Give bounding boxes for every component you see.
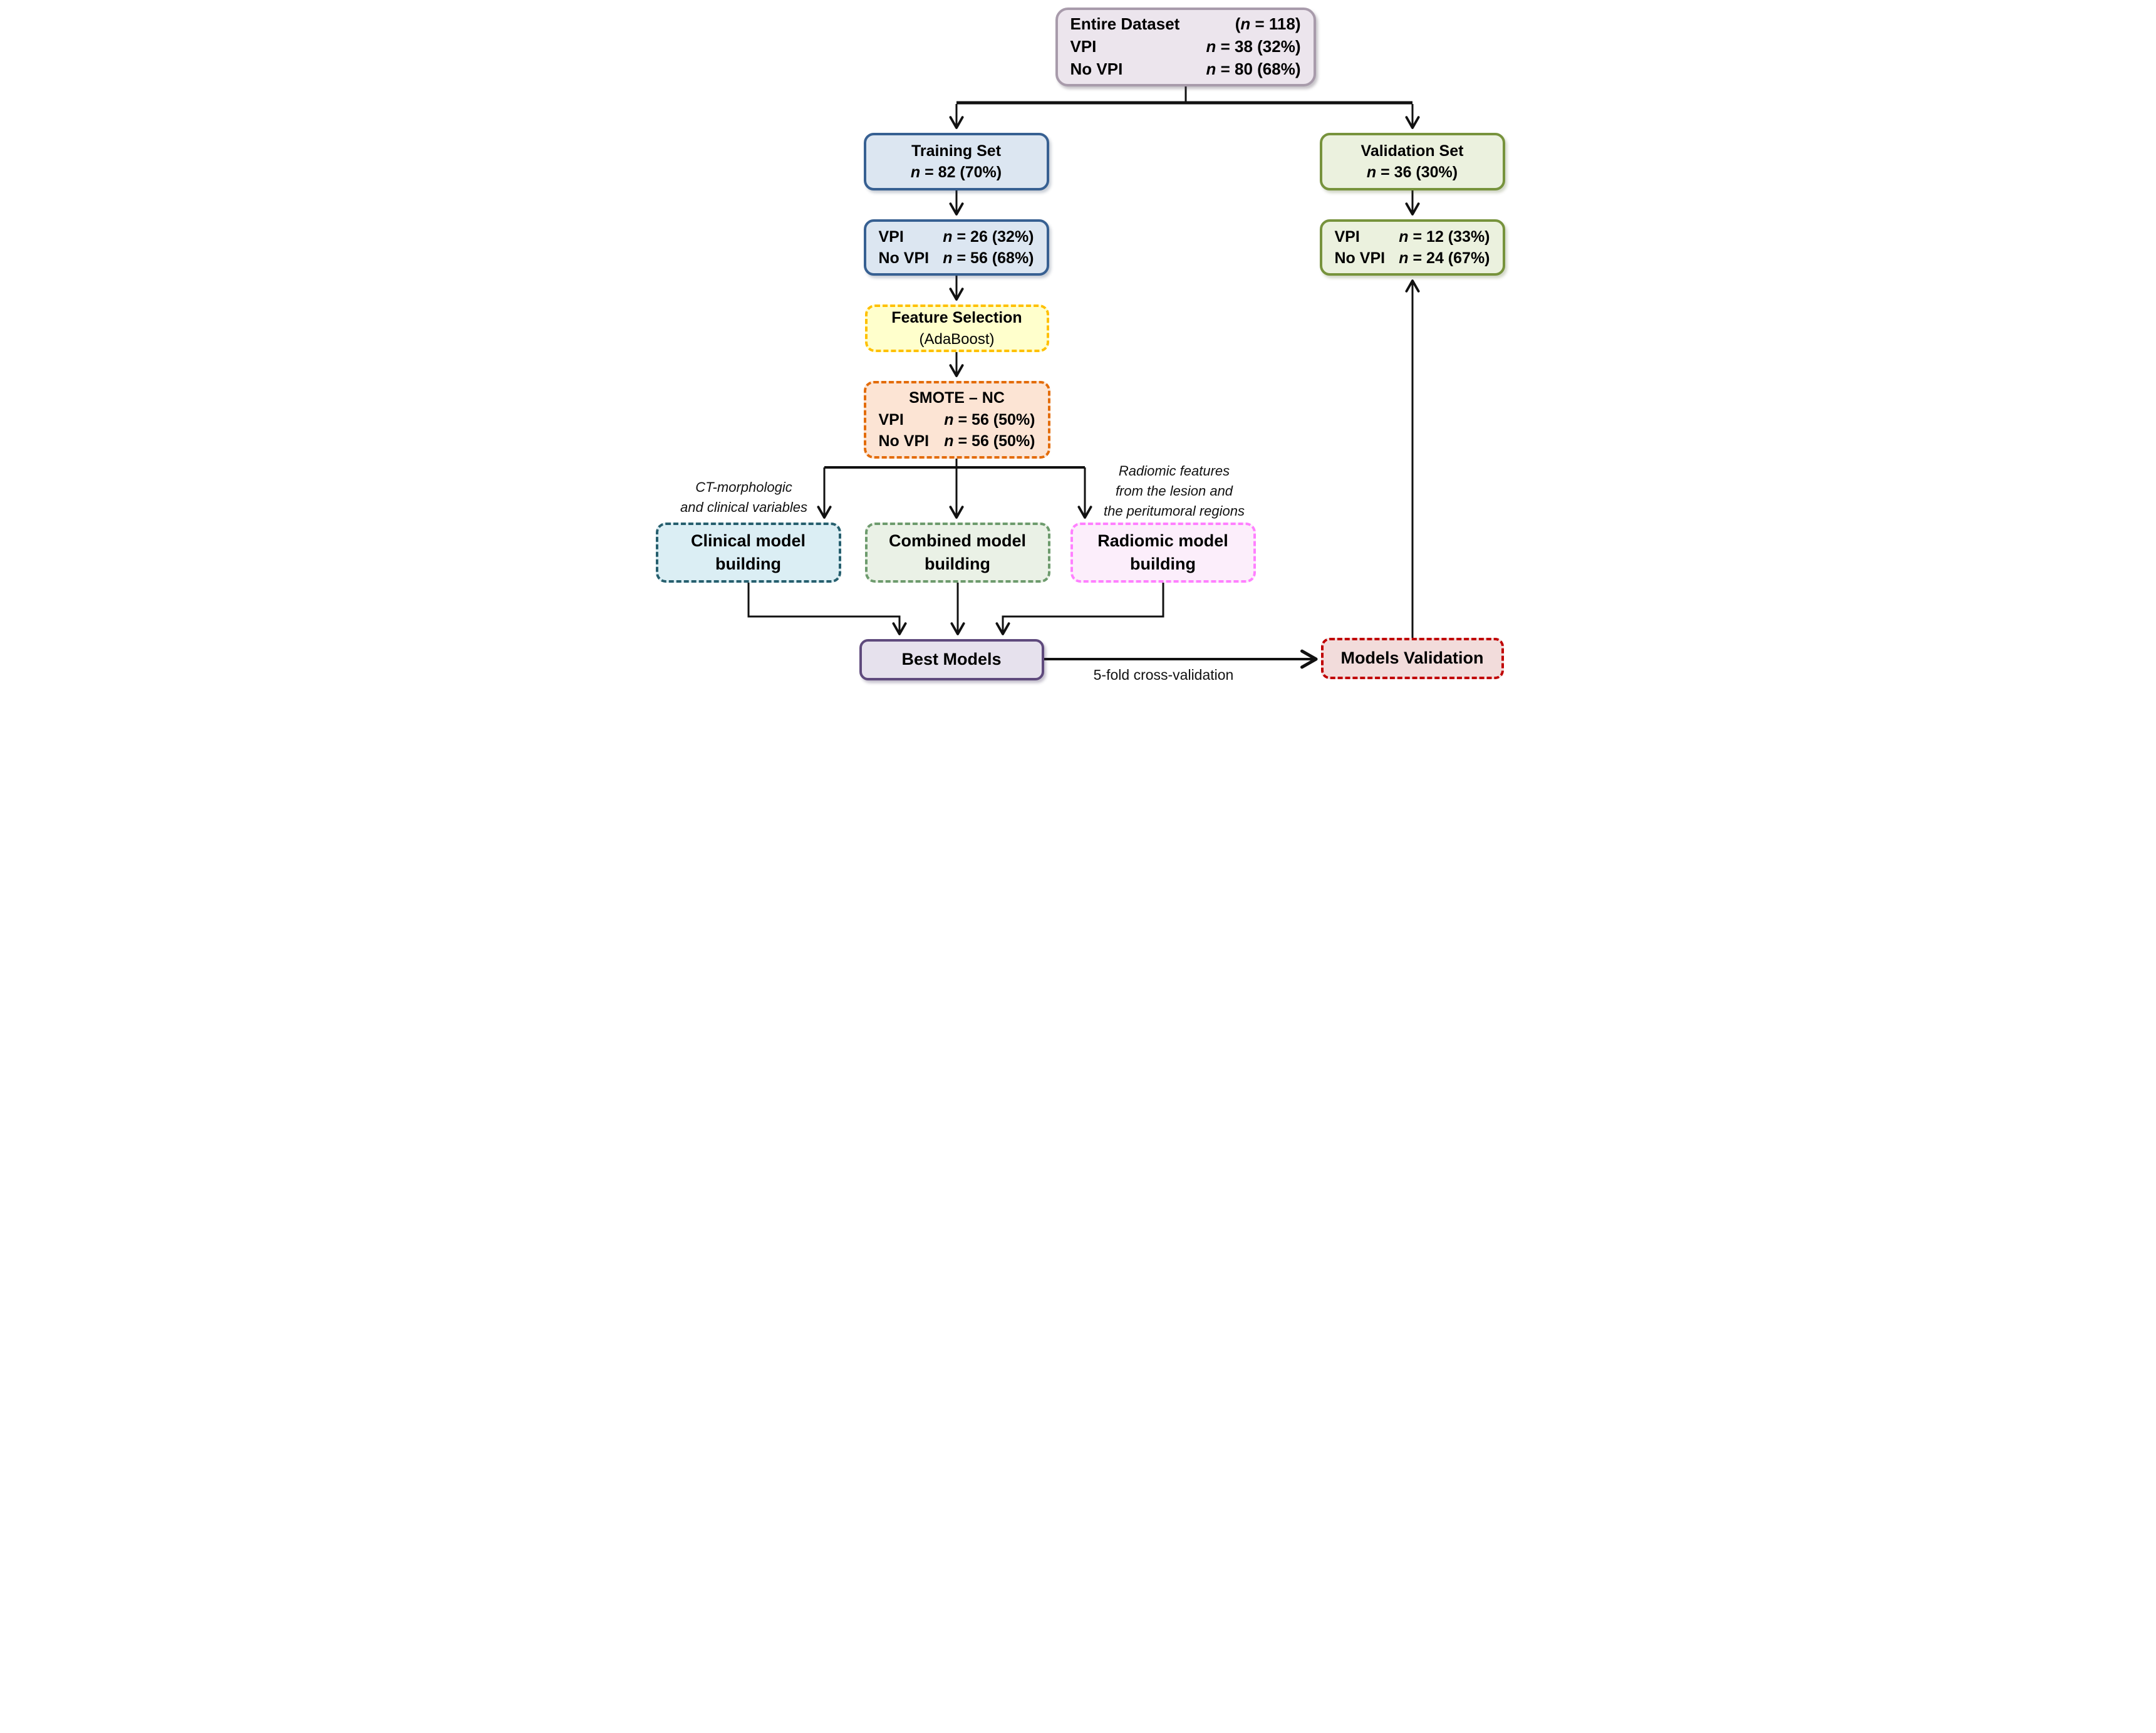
feature-selection-box: Feature Selection (AdaBoost): [864, 304, 1049, 352]
training-set-n: n = 82 (70%): [910, 164, 1002, 181]
stat-row: VPI n = 38 (32%): [1058, 36, 1314, 58]
stat-row: VPI n = 56 (50%): [866, 409, 1048, 431]
stat-row: VPI n = 12 (33%): [1322, 226, 1503, 248]
clinical-model-box: Clinical model building: [655, 523, 841, 583]
stat-value: n = 56 (50%): [944, 410, 1035, 429]
stat-value: n = 80 (68%): [1206, 59, 1301, 78]
stat-row: VPI n = 26 (32%): [866, 226, 1047, 248]
stat-row: No VPI n = 56 (68%): [866, 247, 1047, 269]
stat-value: n = 38 (32%): [1206, 37, 1301, 56]
entire-dataset-n: (n = 118): [1235, 14, 1301, 34]
models-validation-box: Models Validation: [1320, 638, 1504, 679]
stat-label: VPI: [878, 410, 904, 429]
stat-value: n = 26 (32%): [943, 227, 1034, 246]
validation-set-box: Validation Set n = 36 (30%): [1319, 133, 1505, 190]
connector-arrows-layer: [747, 86, 1420, 669]
smote-title: SMOTE – NC: [909, 389, 1005, 407]
stat-row: No VPI n = 24 (67%): [1322, 247, 1503, 269]
radiomic-model-box: Radiomic model building: [1070, 523, 1256, 583]
stat-value: n = 56 (68%): [943, 249, 1034, 267]
stat-label: No VPI: [1334, 249, 1386, 267]
combined-model-box: Combined model building: [864, 523, 1050, 583]
entire-dataset-box: Entire Dataset (n = 118) VPI n = 38 (32%…: [1055, 8, 1316, 86]
cross-validation-label: 5-fold cross-validation: [1093, 667, 1234, 683]
stat-value: n = 24 (67%): [1399, 249, 1490, 267]
validation-set-title: Validation Set: [1360, 142, 1464, 160]
best-models-box: Best Models: [859, 639, 1044, 680]
stat-value: n = 12 (33%): [1399, 227, 1490, 246]
stat-row: No VPI n = 56 (50%): [866, 430, 1048, 452]
stat-label: VPI: [878, 227, 904, 246]
radiomic-features-note: Radiomic features from the lesion and th…: [1103, 463, 1245, 519]
validation-vpi-box: VPI n = 12 (33%) No VPI n = 24 (67%): [1319, 219, 1505, 276]
entire-dataset-title: Entire Dataset: [1070, 14, 1180, 34]
feature-selection-method: (AdaBoost): [919, 330, 995, 348]
stat-row: No VPI n = 80 (68%): [1058, 58, 1314, 81]
clinical-variables-note: CT-morphologic and clinical variables: [680, 479, 807, 515]
stat-label: No VPI: [878, 432, 930, 450]
stat-label: No VPI: [1070, 59, 1123, 78]
stat-value: n = 56 (50%): [944, 432, 1035, 450]
feature-selection-title: Feature Selection: [891, 309, 1022, 327]
smote-box: SMOTE – NC VPI n = 56 (50%) No VPI n = 5…: [863, 381, 1050, 459]
entire-dataset-title-row: Entire Dataset (n = 118): [1058, 13, 1314, 36]
training-vpi-box: VPI n = 26 (32%) No VPI n = 56 (68%): [863, 219, 1049, 276]
stat-label: VPI: [1070, 37, 1097, 56]
training-set-box: Training Set n = 82 (70%): [863, 133, 1049, 190]
training-set-title: Training Set: [911, 142, 1002, 160]
stat-label: VPI: [1334, 227, 1360, 246]
validation-set-n: n = 36 (30%): [1366, 164, 1458, 181]
stat-label: No VPI: [878, 249, 930, 267]
flowchart-canvas: Entire Dataset (n = 118) VPI n = 38 (32%…: [646, 0, 1510, 693]
